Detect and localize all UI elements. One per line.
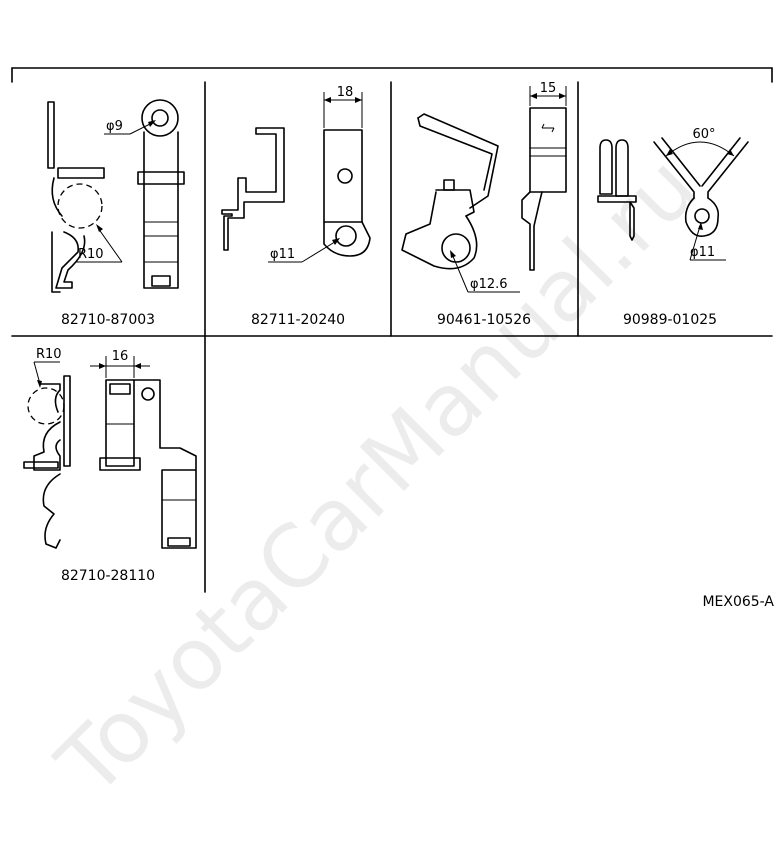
part-number-90989-01025: 90989-01025	[623, 312, 717, 328]
width-label: 18	[337, 85, 354, 100]
diameter-label: φ11	[690, 245, 715, 260]
clamp-drawing-90989-01025: 60° φ11	[597, 127, 749, 261]
diameter-label: φ9	[106, 119, 123, 134]
angle-label: 60°	[692, 127, 715, 142]
part-number-82710-28110: 82710-28110	[61, 568, 155, 584]
part-number-82710-87003: 82710-87003	[61, 312, 155, 328]
width-label: 15	[540, 81, 557, 96]
part-number-90461-10526: 90461-10526	[437, 312, 531, 328]
clamp-drawing-90461-10526: 15 φ12.6	[401, 81, 567, 293]
width-label: 16	[112, 349, 129, 364]
clamp-drawing-82710-87003: R10 φ9	[47, 99, 185, 293]
watermark: ToyotaCarManual.ru	[38, 137, 716, 815]
radius-label: R10	[36, 347, 62, 362]
clamp-drawing-82711-20240: 18 φ11	[221, 85, 371, 263]
radius-label: R10	[78, 247, 104, 262]
diameter-label: φ11	[270, 247, 295, 262]
part-number-82711-20240: 82711-20240	[251, 312, 345, 328]
diameter-label: φ12.6	[470, 277, 508, 292]
grid-frame	[11, 67, 773, 593]
clamp-drawing-82710-28110: R10 16	[23, 347, 197, 549]
drawing-code: MEX065-A	[702, 594, 774, 610]
